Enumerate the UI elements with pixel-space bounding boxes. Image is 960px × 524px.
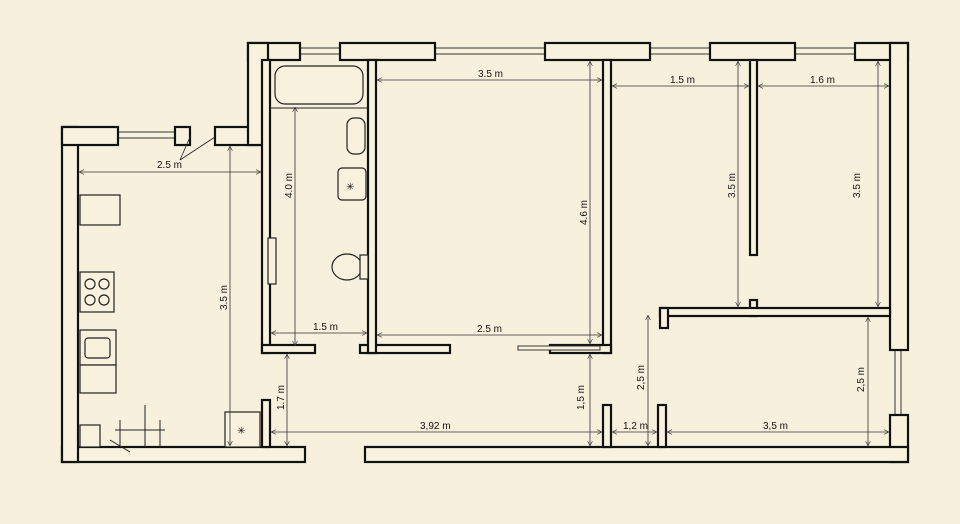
stove-icon xyxy=(79,271,115,313)
label-room3-width: 1.6 m xyxy=(810,75,835,86)
label-living-width-top: 3.5 m xyxy=(478,69,503,80)
drainboard-icon xyxy=(79,364,117,394)
label-bathroom-width: 1.5 m xyxy=(313,322,338,333)
svg-text:✳: ✳ xyxy=(237,426,245,437)
walls xyxy=(60,41,910,464)
label-room2-length: 3.5 m xyxy=(727,173,738,198)
label-hall-right: 1,5 m xyxy=(576,385,587,410)
label-corridor-width: 1,2 m xyxy=(623,421,648,432)
label-living-length: 4.6 m xyxy=(579,200,590,225)
fixtures: ✳ ✳ xyxy=(79,65,369,453)
label-room4-length: 2,5 m xyxy=(856,367,867,392)
radiator-icon xyxy=(267,237,277,285)
label-kitchen-length: 3.5 m xyxy=(219,285,230,310)
label-room3-length: 3.5 m xyxy=(852,173,863,198)
label-hall-length: 3,92 m xyxy=(420,421,451,432)
label-hall-left: 1.7 m xyxy=(276,385,287,410)
washing-machine-icon xyxy=(337,167,367,201)
label-living-width-bottom: 2.5 m xyxy=(477,324,502,335)
sink-icon xyxy=(346,117,366,155)
windows xyxy=(117,47,902,416)
label-bathroom-length: 4.0 m xyxy=(284,173,295,198)
label-corridor-length: 2,5 m xyxy=(636,365,647,390)
dimension-labels: 2.5 m 3.5 m 4.0 m 1.5 m 3.5 m 4.6 m 2.5 … xyxy=(157,69,867,432)
toilet-icon xyxy=(331,253,363,281)
dimension-lines xyxy=(80,62,888,445)
label-kitchen-width: 2.5 m xyxy=(157,160,182,171)
asterisk-icon: ✳ xyxy=(346,182,354,193)
bathtub-icon xyxy=(274,65,364,105)
counter-icon xyxy=(79,194,121,226)
balcony-door xyxy=(517,345,601,351)
door-swing xyxy=(179,136,216,161)
label-room4-width: 3,5 m xyxy=(763,421,788,432)
label-room2-width: 1.5 m xyxy=(670,75,695,86)
